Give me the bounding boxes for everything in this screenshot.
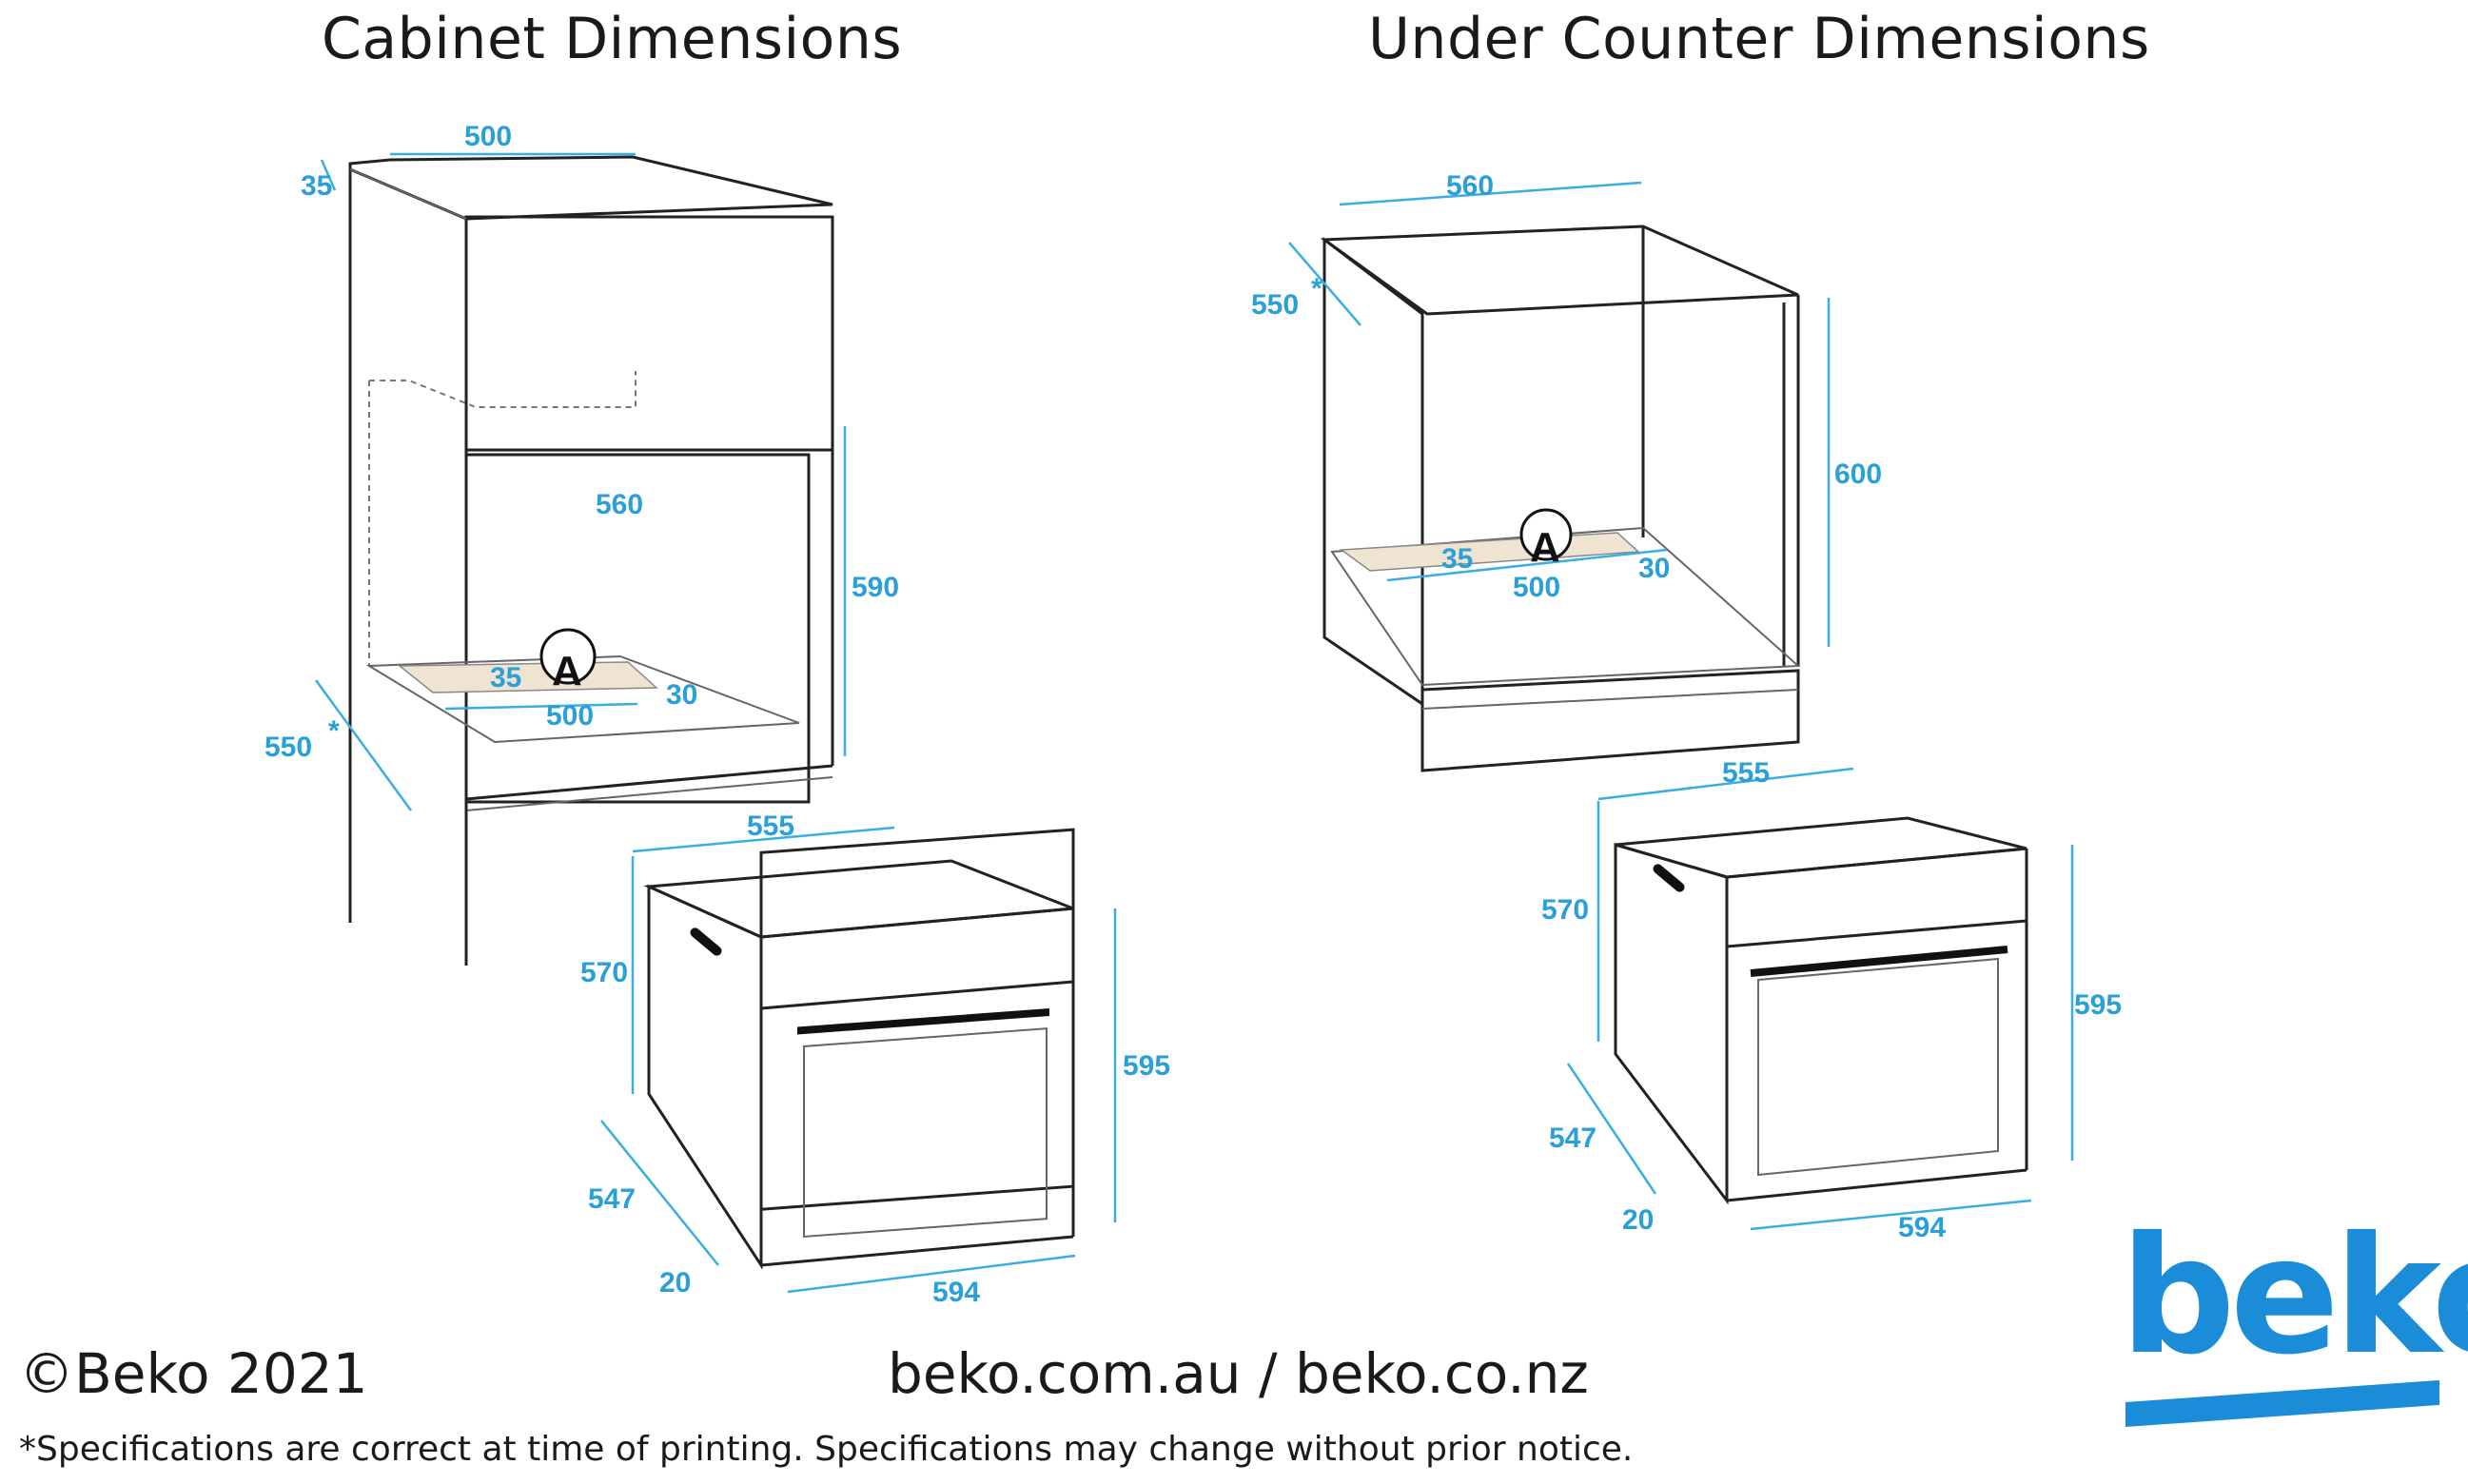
disclaimer-text: *Specifications are correct at time of p… xyxy=(19,1430,1634,1469)
under-counter-vent-right: 30 xyxy=(1638,553,1670,584)
cabinet-vent-marker xyxy=(539,628,597,685)
under-counter-top-width: 560 xyxy=(1446,170,1494,202)
cabinet-oven-door-window xyxy=(803,1027,1048,1239)
under-counter-oven-depth: 547 xyxy=(1549,1123,1596,1154)
cabinet-oven-side-height: 570 xyxy=(580,957,628,988)
cabinet-cavity-height: 590 xyxy=(852,572,899,603)
cabinet-floor xyxy=(365,654,800,744)
cabinet-oven-width-top: 555 xyxy=(747,810,794,842)
under-counter-depth-mark: * xyxy=(1311,273,1322,304)
under-counter-oven-width-top: 555 xyxy=(1722,757,1770,789)
cabinet-top xyxy=(348,155,833,221)
cabinet-upper-box xyxy=(464,215,834,452)
under-counter-depth: 550 xyxy=(1251,289,1299,321)
cabinet-oven-depth: 547 xyxy=(588,1183,636,1215)
cabinet-top-width: 500 xyxy=(464,121,512,152)
beko-logo: beko xyxy=(2120,1202,2468,1452)
under-counter-vent-marker xyxy=(1519,508,1573,561)
cabinet-depth: 550 xyxy=(264,732,312,763)
cabinet-inner-height: 560 xyxy=(596,489,643,520)
cabinet-vent-area xyxy=(397,661,658,693)
under-counter-vent-area xyxy=(1339,532,1640,572)
under-counter-oven-side xyxy=(1614,843,1729,1205)
under-counter-vent-letter: A xyxy=(1530,524,1560,571)
copyright-text: ©Beko 2021 xyxy=(19,1341,368,1406)
under-counter-vent-width: 500 xyxy=(1513,572,1560,603)
under-counter-drawing: 560 550 * 600 35 500 30 A xyxy=(1251,170,1882,772)
under-counter-oven-drawing: 555 570 595 547 20 594 xyxy=(1541,757,2122,1243)
cabinet-oven-top xyxy=(643,859,1074,939)
under-counter-dimensions-title: Under Counter Dimensions xyxy=(1368,6,2150,72)
cabinet-depth-mark: * xyxy=(328,715,340,747)
under-counter-height: 600 xyxy=(1834,459,1882,490)
cabinet-oven-front-offset: 20 xyxy=(659,1267,691,1298)
cabinet-vent-right: 30 xyxy=(666,679,697,711)
cabinet-oven-handle xyxy=(797,1008,1049,1035)
under-counter-oven-door-window xyxy=(1757,957,1999,1177)
under-counter-oven-handle xyxy=(1750,946,2008,977)
cabinet-vent-letter: A xyxy=(552,648,582,694)
under-counter-oven-front-width: 594 xyxy=(1898,1212,1946,1243)
beko-logo-text: beko xyxy=(2120,1202,2468,1391)
under-counter-oven-side-height: 570 xyxy=(1541,894,1589,926)
under-counter-left-side xyxy=(1322,236,1424,707)
cabinet-oven-front-height: 595 xyxy=(1123,1050,1170,1082)
cabinet-vent-width: 500 xyxy=(546,700,594,732)
cabinet-drawing: 500 35 560 590 550 * 35 500 30 A xyxy=(264,121,899,966)
under-counter-oven-front-offset: 20 xyxy=(1622,1204,1654,1236)
under-counter-oven-front-height: 595 xyxy=(2074,989,2122,1021)
under-counter-oven-vent-slot xyxy=(1653,864,1685,892)
cabinet-oven-front-width: 594 xyxy=(932,1277,980,1308)
cabinet-oven-drawing: 555 570 595 547 20 594 xyxy=(580,810,1170,1308)
under-counter-vent-offset: 35 xyxy=(1441,543,1473,575)
cabinet-oven-vent-slot xyxy=(690,928,722,956)
cabinet-dimensions-title: Cabinet Dimensions xyxy=(322,6,903,72)
under-counter-drawer xyxy=(1420,669,1800,772)
cabinet-top-offset: 35 xyxy=(301,170,332,202)
website-link[interactable]: beko.com.au / beko.co.nz xyxy=(888,1341,1589,1406)
cabinet-vent-offset: 35 xyxy=(490,662,521,693)
under-counter-back xyxy=(1320,225,1799,316)
